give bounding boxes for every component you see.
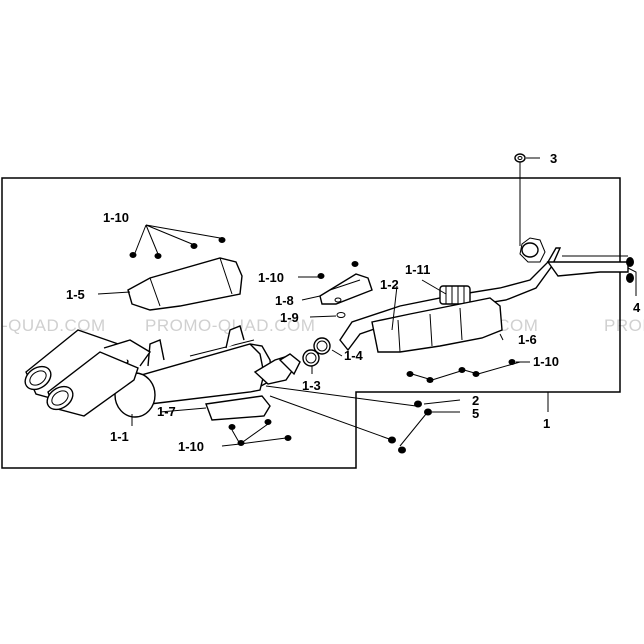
leader-lines [97,157,637,447]
gasket-part-3 [514,153,526,163]
label-1-1: 1-1 [110,429,129,444]
label-1-10-mid: 1-10 [258,270,284,285]
label-5: 5 [472,406,479,421]
label-1-4: 1-4 [344,348,364,363]
muffler-body-part-1-1 [24,325,301,418]
label-1-3: 1-3 [302,378,321,393]
label-4: 4 [633,300,641,315]
label-1-10-right: 1-10 [533,354,559,369]
part-labels: 1-10 1-5 1-10 1-8 1-9 1-11 1-2 3 4 1-6 1… [66,151,641,454]
muffler-heat-shield-part-1-5 [127,257,243,311]
watermark-text: PROMO-QUAD.COM [604,316,644,335]
watermark-text: -QUAD.COM [2,316,106,335]
spring-clamp-part-1-11 [439,285,471,305]
label-1: 1 [543,416,550,431]
label-1-5: 1-5 [66,287,85,302]
label-1-8: 1-8 [275,293,294,308]
label-1-7: 1-7 [157,404,176,419]
label-1-10-bottom: 1-10 [178,439,204,454]
label-1-6: 1-6 [518,332,537,347]
small-shield-fasteners [317,261,359,318]
nuts-part-4 [626,257,634,283]
watermark-text: PROMO-QUAD.COM [145,316,315,335]
label-1-11: 1-11 [405,262,430,277]
watermark: -QUAD.COM PROMO-QUAD.COM PROMO-QUAD.COM … [2,316,644,335]
small-heat-shield-part-1-8 [319,273,373,305]
label-1-9: 1-9 [280,310,299,325]
assembly-frame [1,177,621,469]
top-shield-bolts [129,237,226,259]
gasket-rings-part-1-4 [302,337,331,367]
label-1-10-top: 1-10 [103,210,129,225]
lower-shield-bolts [228,419,292,446]
lower-heat-shield-part-1-7 [205,395,271,421]
bolt-parts-2-5 [388,400,432,454]
label-2: 2 [472,393,479,408]
shield-bolts [406,359,516,383]
label-3: 3 [550,151,557,166]
label-1-2: 1-2 [380,277,399,292]
header-heat-shield-part-1-6 [371,297,503,353]
